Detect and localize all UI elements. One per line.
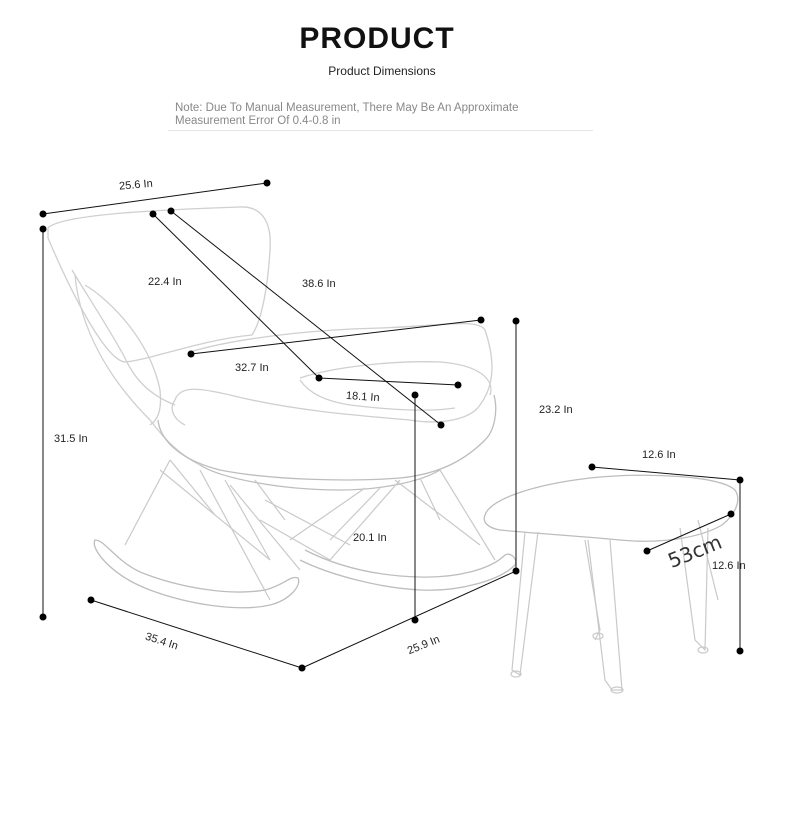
ottoman-leg-5: [697, 519, 719, 601]
dim-line-ottoman-length: [591, 466, 741, 481]
label-base-length: 35.4 In: [144, 631, 180, 653]
label-arm-height: 23.2 In: [539, 404, 573, 416]
ottoman-foot-1: [510, 670, 522, 678]
label-seat-height: 20.1 In: [353, 532, 387, 544]
measurement-lines: [39, 179, 744, 672]
label-seat-depth: 18.1 In: [346, 390, 380, 404]
ottoman-leg-1: [511, 531, 539, 677]
ottoman-foot-3: [592, 632, 604, 640]
dim-line-base-width: [301, 570, 517, 669]
rocking-chair-illustration: [47, 206, 517, 609]
chair-shell-base: [199, 464, 441, 491]
ottoman-top: [483, 474, 739, 542]
chair-cushion-front: [299, 379, 456, 411]
ottoman-illustration: [483, 474, 739, 694]
label-seat-width: 32.7 In: [235, 362, 269, 374]
chair-backrest-inner: [71, 269, 176, 406]
note-divider: [168, 130, 593, 131]
dimension-labels: 25.6 In 22.4 In 38.6 In 31.5 In 32.7 In …: [54, 178, 746, 657]
dim-line-back-width: [42, 182, 268, 215]
dim-line-base-length: [90, 599, 303, 669]
dim-line-ottoman-width: [646, 513, 732, 552]
chair-frame-right: [259, 469, 496, 561]
label-diagonal: 38.6 In: [302, 278, 336, 290]
ottoman-leg-2: [587, 539, 623, 691]
chair-armrest-left: [84, 284, 162, 426]
label-ottoman-height: 12.6 In: [712, 560, 746, 572]
chair-seat-cushion: [171, 322, 493, 426]
chair-shell-bottom: [157, 394, 497, 481]
page-title: PRODUCT: [299, 22, 455, 55]
label-back-width: 25.6 In: [119, 178, 154, 193]
page-subtitle: Product Dimensions: [328, 64, 436, 78]
label-base-width: 25.9 In: [406, 633, 442, 657]
chair-shell-left: [74, 274, 201, 466]
ottoman-foot-2: [610, 686, 624, 694]
chair-seat-top: [299, 361, 492, 396]
label-back-height: 22.4 In: [148, 276, 182, 288]
dim-line-diagonal: [170, 210, 442, 426]
chair-frame-left: [124, 459, 286, 601]
dim-line-back-height: [152, 213, 320, 379]
ottoman-leg-4: [679, 527, 709, 652]
ottoman-foot-4: [697, 646, 709, 654]
dim-line-seat-width: [190, 319, 482, 355]
measurement-note: Note: Due To Manual Measurement, There M…: [175, 102, 595, 128]
ottoman-leg-3: [584, 539, 601, 641]
label-ottoman-length: 12.6 In: [642, 449, 676, 461]
chair-backrest: [47, 206, 271, 363]
note-line-1: Note: Due To Manual Measurement, There M…: [175, 102, 519, 114]
dim-line-seat-depth: [318, 377, 459, 386]
chair-frame-cross: [159, 469, 401, 571]
note-line-2: Measurement Error Of 0.4-0.8 in: [175, 115, 341, 127]
chair-rocker-left: [93, 539, 300, 609]
chair-rocker-right: [299, 549, 517, 591]
label-overall-height: 31.5 In: [54, 433, 88, 445]
